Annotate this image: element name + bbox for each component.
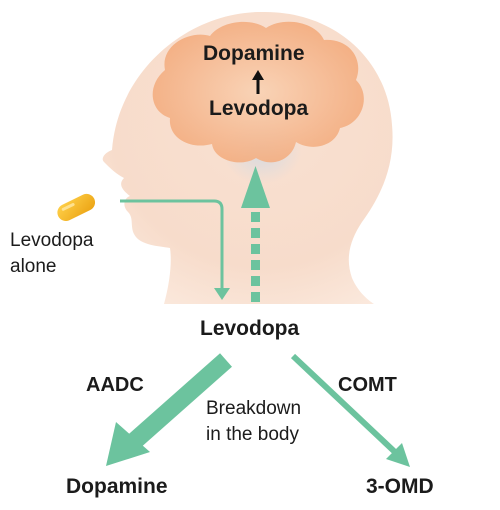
breakdown-note-line2: in the body: [206, 424, 299, 445]
breakdown-note-line1: Breakdown: [206, 398, 302, 419]
pill-label-line1: Levodopa: [10, 230, 94, 251]
comt-label: COMT: [338, 374, 397, 396]
brain-uptake-arrowhead: [241, 166, 270, 208]
dopamine-product-label: Dopamine: [66, 475, 168, 498]
brain-arrow-head: [252, 70, 264, 80]
omd-product-label: 3-OMD: [366, 475, 434, 498]
brain-levodopa-label: Levodopa: [209, 97, 309, 120]
oral-route-line: [120, 199, 224, 290]
oral-route-arrowhead: [214, 288, 230, 300]
comt-arrow: [290, 353, 410, 467]
brain-uptake-dashed-line: [251, 212, 260, 302]
aadc-label: AADC: [86, 374, 144, 396]
pill-icon: [57, 193, 96, 221]
center-levodopa-label: Levodopa: [200, 317, 300, 340]
brain-dopamine-label: Dopamine: [203, 42, 305, 65]
aadc-arrow: [106, 353, 232, 466]
pill-label-line2: alone: [10, 256, 57, 277]
